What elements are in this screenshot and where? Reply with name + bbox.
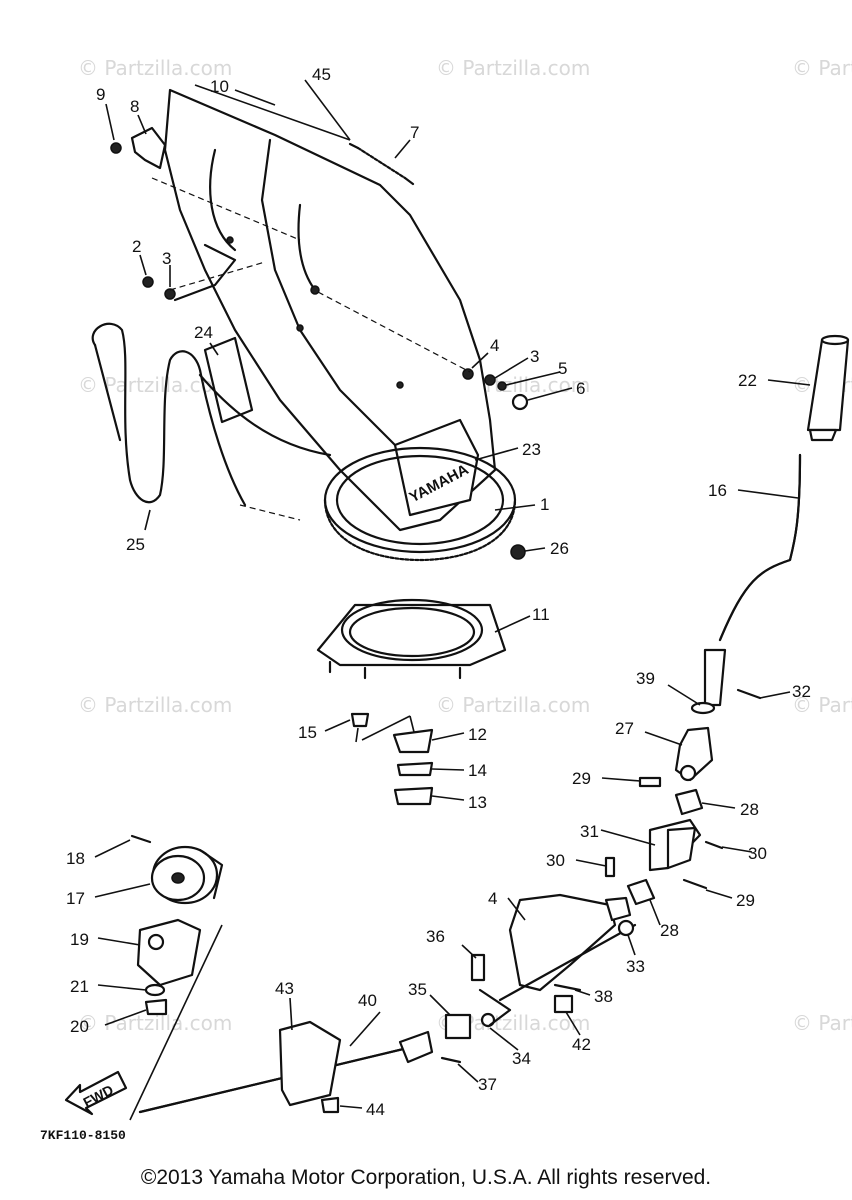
watermark: © Partzilla.com	[792, 693, 852, 717]
callout-1: 1	[540, 495, 549, 514]
callout-17: 17	[66, 889, 85, 908]
callout-13: 13	[468, 793, 487, 812]
callout-33: 33	[626, 957, 645, 976]
callout-16: 16	[708, 481, 727, 500]
callout-41: 4	[488, 889, 497, 908]
callout-26: 26	[550, 539, 569, 558]
callout-25: 25	[126, 535, 145, 554]
pulley-assembly	[129, 834, 224, 1121]
watermark: © Partzilla.com	[78, 693, 232, 717]
callout-34: 34	[512, 1049, 531, 1068]
chute-collar	[316, 598, 507, 680]
callout-24: 24	[194, 323, 213, 342]
callout-9: 9	[96, 85, 105, 104]
callout-40: 40	[358, 991, 377, 1010]
callout-37: 37	[478, 1075, 497, 1094]
copyright-notice: ©2013 Yamaha Motor Corporation, U.S.A. A…	[140, 1166, 712, 1189]
yamaha-badge	[393, 418, 480, 517]
callout-30: 30	[748, 844, 767, 863]
callout-23: 23	[522, 440, 541, 459]
callout-22: 22	[738, 371, 757, 390]
callout-38: 38	[594, 987, 613, 1006]
leader-lines	[94, 79, 811, 1109]
callout-20: 20	[70, 1017, 89, 1036]
callout-6: 6	[576, 379, 585, 398]
knob	[510, 544, 526, 560]
callout-3: 3	[530, 347, 539, 366]
watermark: © Partzilla.com	[792, 56, 852, 80]
callout-44: 44	[366, 1100, 385, 1119]
lower-bracket	[444, 893, 637, 1040]
callout-19: 19	[70, 930, 89, 949]
watermark: © Partzilla.com	[78, 56, 232, 80]
callout-labels: 1 2 3 3 4 5 6 7 8 9 10 11 12 13 14 15 16…	[66, 65, 811, 1119]
callout-8: 8	[130, 97, 139, 116]
callout-31: 31	[580, 822, 599, 841]
watermark: © Partzilla.com	[792, 1011, 852, 1035]
callout-35: 35	[408, 980, 427, 999]
callout-7: 7	[410, 123, 419, 142]
callout-29: 29	[572, 769, 591, 788]
callout-43: 43	[275, 979, 294, 998]
callout-21: 21	[70, 977, 89, 996]
drive-shaft	[138, 1020, 462, 1114]
callout-10: 10	[210, 77, 229, 96]
callout-11: 11	[532, 605, 550, 624]
hood-hardware	[110, 126, 529, 521]
callout-3: 3	[162, 249, 171, 268]
chute-assembly: YAMAHA	[163, 88, 526, 562]
callout-4: 4	[490, 336, 499, 355]
linkage-joints	[604, 726, 724, 906]
callout-29: 29	[736, 891, 755, 910]
collar-hardware	[350, 712, 434, 806]
callout-28: 28	[740, 800, 759, 819]
callout-14: 14	[468, 761, 487, 780]
callout-32: 32	[792, 682, 811, 701]
callout-30: 30	[546, 851, 565, 870]
callout-39: 39	[636, 669, 655, 688]
crank-handle	[690, 334, 850, 715]
callout-15: 15	[298, 723, 317, 742]
callout-5: 5	[558, 359, 567, 378]
callout-28: 28	[660, 921, 679, 940]
callout-36: 36	[426, 927, 445, 946]
forward-arrow: FWD	[64, 1070, 128, 1116]
watermark: © Partzilla.com	[436, 693, 590, 717]
drawing-code: 7KF110-8150	[40, 1128, 126, 1143]
callout-45: 45	[312, 65, 331, 84]
callout-42: 42	[572, 1035, 591, 1054]
callout-18: 18	[66, 849, 85, 868]
callout-12: 12	[468, 725, 487, 744]
label-plate	[203, 336, 254, 424]
watermark: © Partzilla.com	[436, 56, 590, 80]
callout-27: 27	[615, 719, 634, 738]
callout-2: 2	[132, 237, 141, 256]
